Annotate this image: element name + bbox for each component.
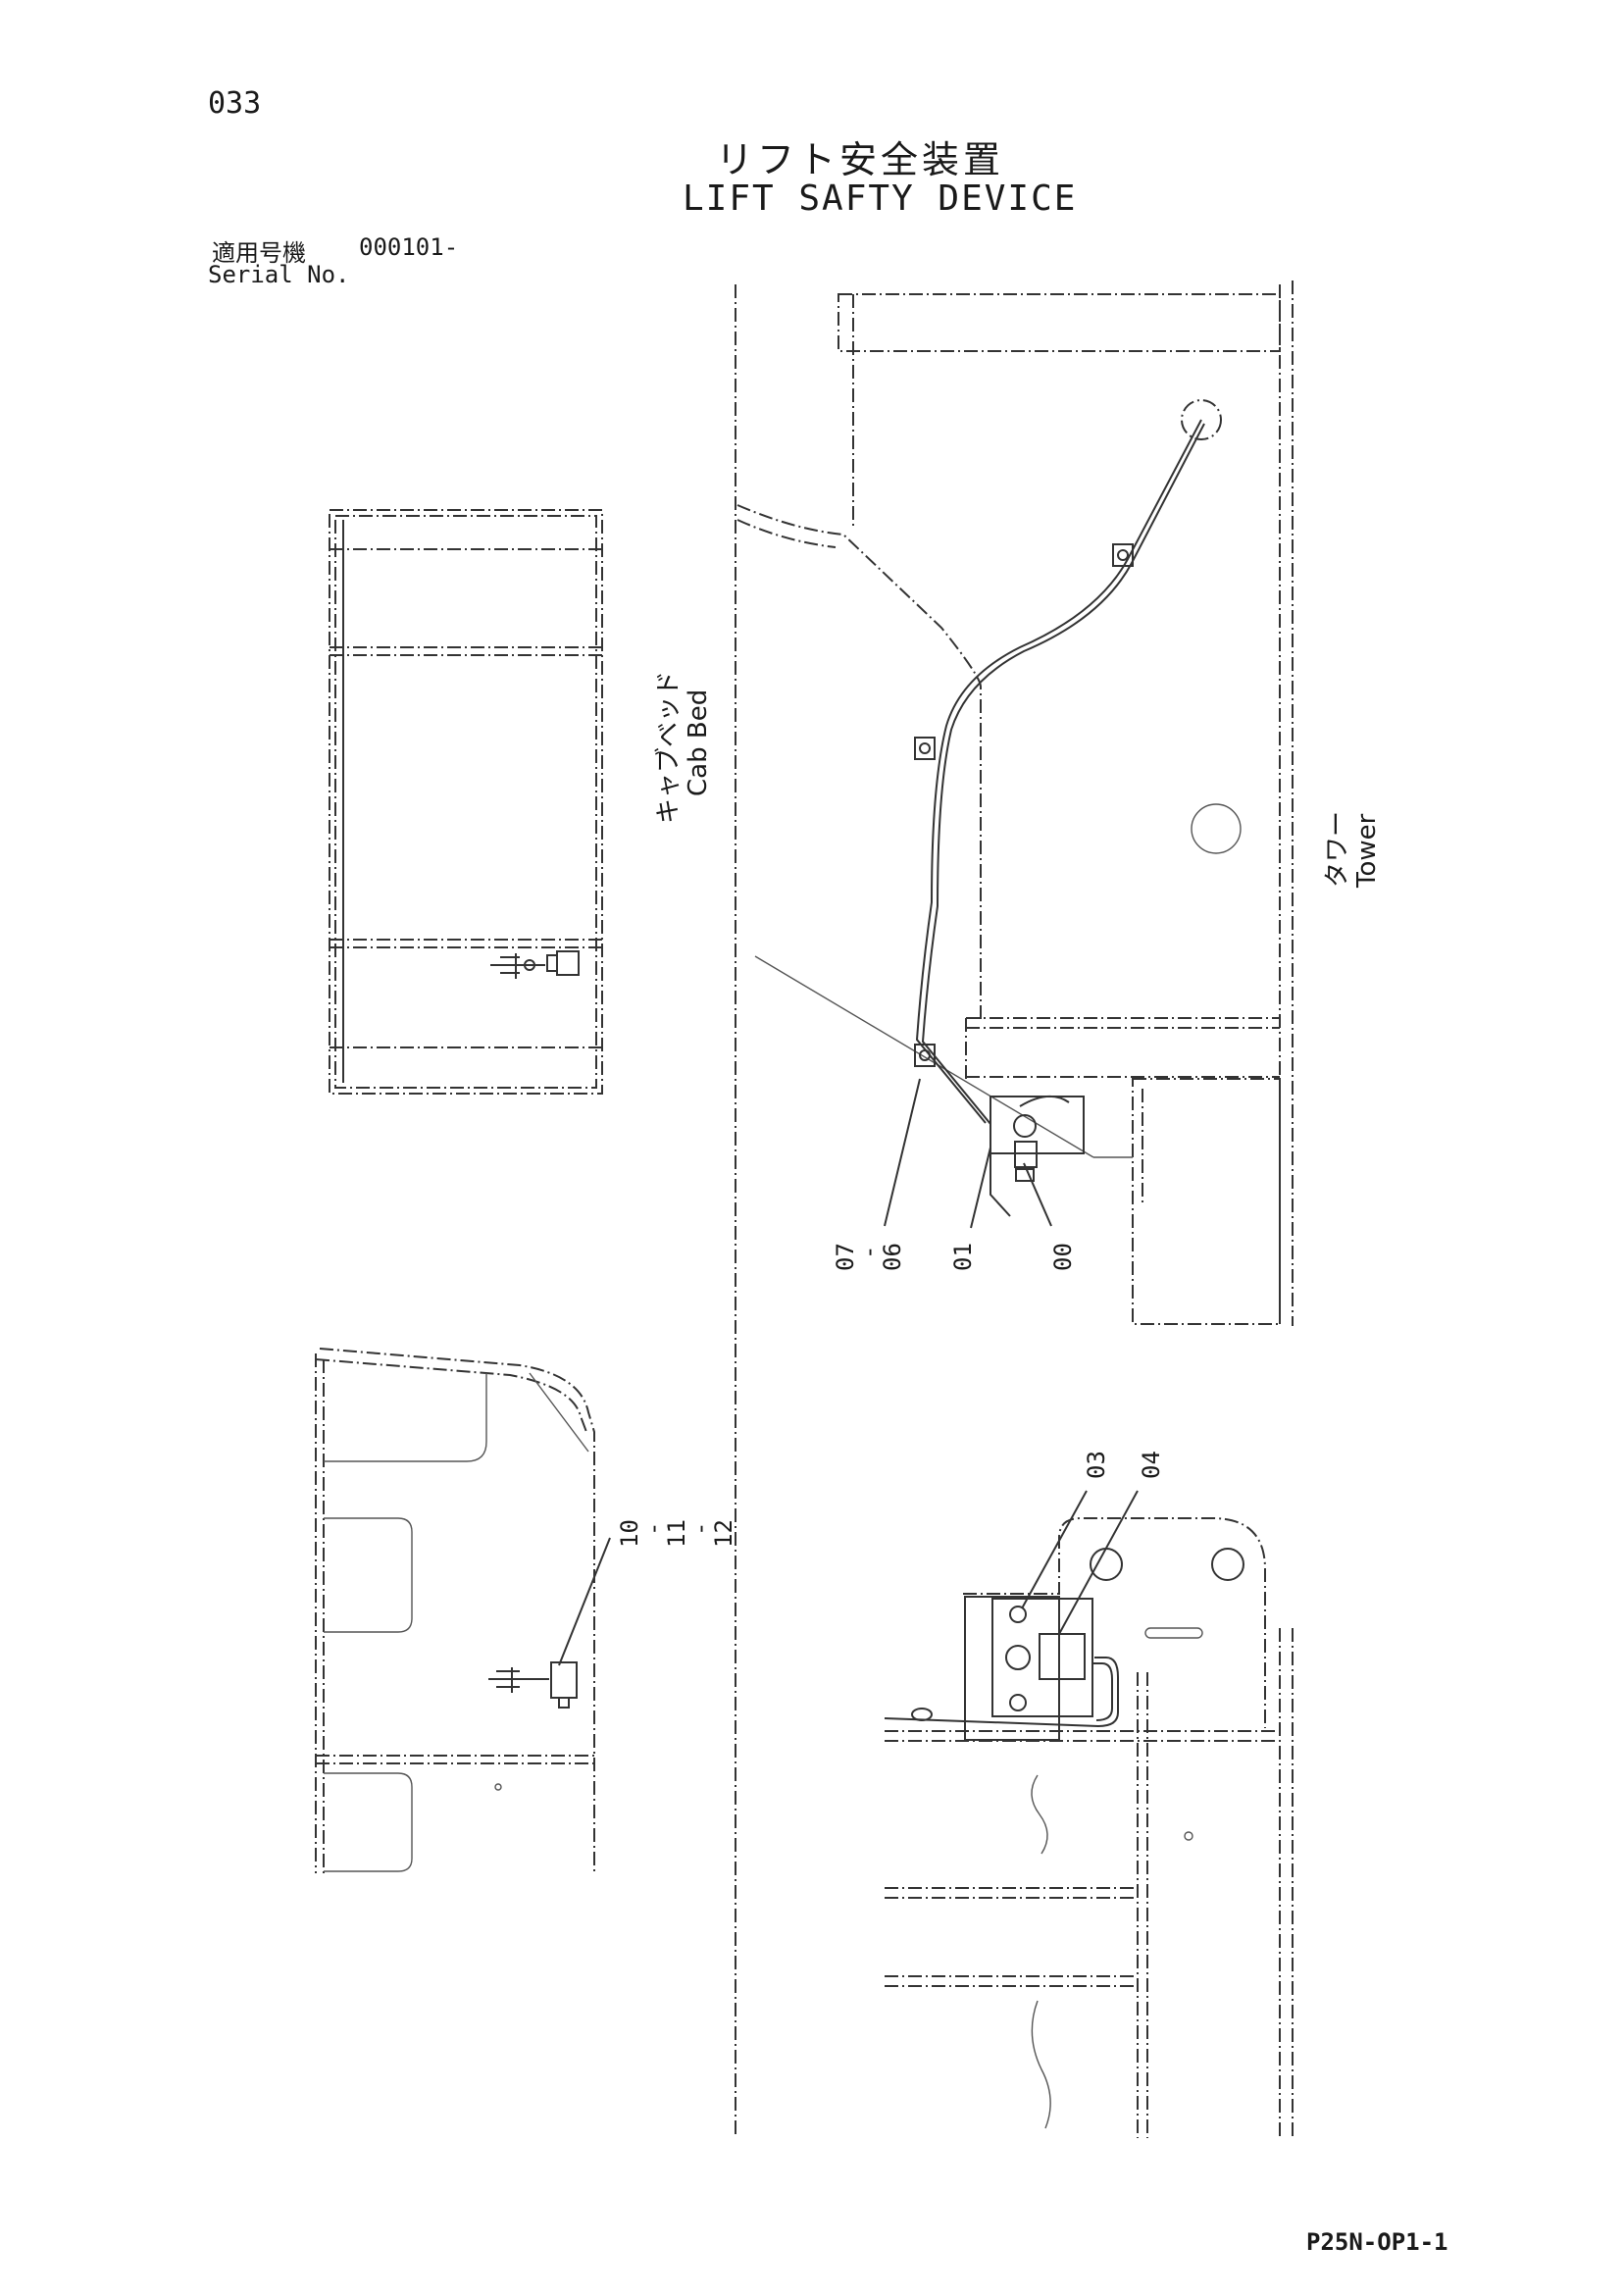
serial-label-japanese: 適用号機 xyxy=(212,239,306,267)
callout-03: 03 xyxy=(1083,1451,1110,1479)
serial-label-english: Serial No. xyxy=(208,261,350,288)
leader-01 xyxy=(970,1147,991,1229)
callout-04: 04 xyxy=(1138,1451,1165,1479)
cable-clamp-2 xyxy=(914,737,936,760)
leader-10-12 xyxy=(558,1537,611,1666)
title-japanese: リフト安全装置 xyxy=(716,138,1005,181)
cable-clamp-1 xyxy=(1112,543,1134,567)
callout-10: 10 xyxy=(616,1519,643,1548)
leader-06-07 xyxy=(884,1078,921,1227)
tower-side-view xyxy=(736,281,1294,1326)
cab-bed-label-english: Cab Bed xyxy=(684,689,713,796)
cab-bed-bottom-view xyxy=(315,1348,595,1873)
safety-cable xyxy=(915,419,1202,1124)
leader-03 xyxy=(1021,1490,1088,1609)
cab-bed-top-view xyxy=(329,509,603,1095)
callout-07: 07 xyxy=(832,1243,859,1271)
cable-clamp-3 xyxy=(914,1044,936,1067)
safety-cable-outer xyxy=(921,423,1205,1125)
callout-dash-c: - xyxy=(855,1246,883,1259)
page-number: 033 xyxy=(208,86,262,121)
document-code: P25N-OP1-1 xyxy=(1306,2228,1448,2256)
callout-06: 06 xyxy=(879,1243,906,1271)
tower-label-english: Tower xyxy=(1352,813,1382,889)
connector-assembly-top xyxy=(490,950,580,979)
limit-switch-assembly xyxy=(990,1096,1085,1217)
callout-dash-a: - xyxy=(639,1522,667,1536)
leader-00 xyxy=(1023,1162,1052,1227)
callout-12: 12 xyxy=(710,1519,737,1548)
connector-assembly-bottom xyxy=(488,1661,578,1709)
cab-bed-label-japanese: キャブベッド xyxy=(654,671,684,824)
switch-detail-view xyxy=(884,1517,1294,2138)
callout-00: 00 xyxy=(1049,1243,1077,1271)
callout-dash-b: - xyxy=(686,1522,714,1536)
callout-11: 11 xyxy=(663,1519,690,1548)
callout-01: 01 xyxy=(949,1243,977,1271)
serial-number: 000101- xyxy=(359,233,459,261)
leader-04 xyxy=(1058,1490,1139,1635)
title-english: LIFT SAFTY DEVICE xyxy=(683,179,1078,219)
tower-label-japanese: タワー xyxy=(1323,811,1352,888)
